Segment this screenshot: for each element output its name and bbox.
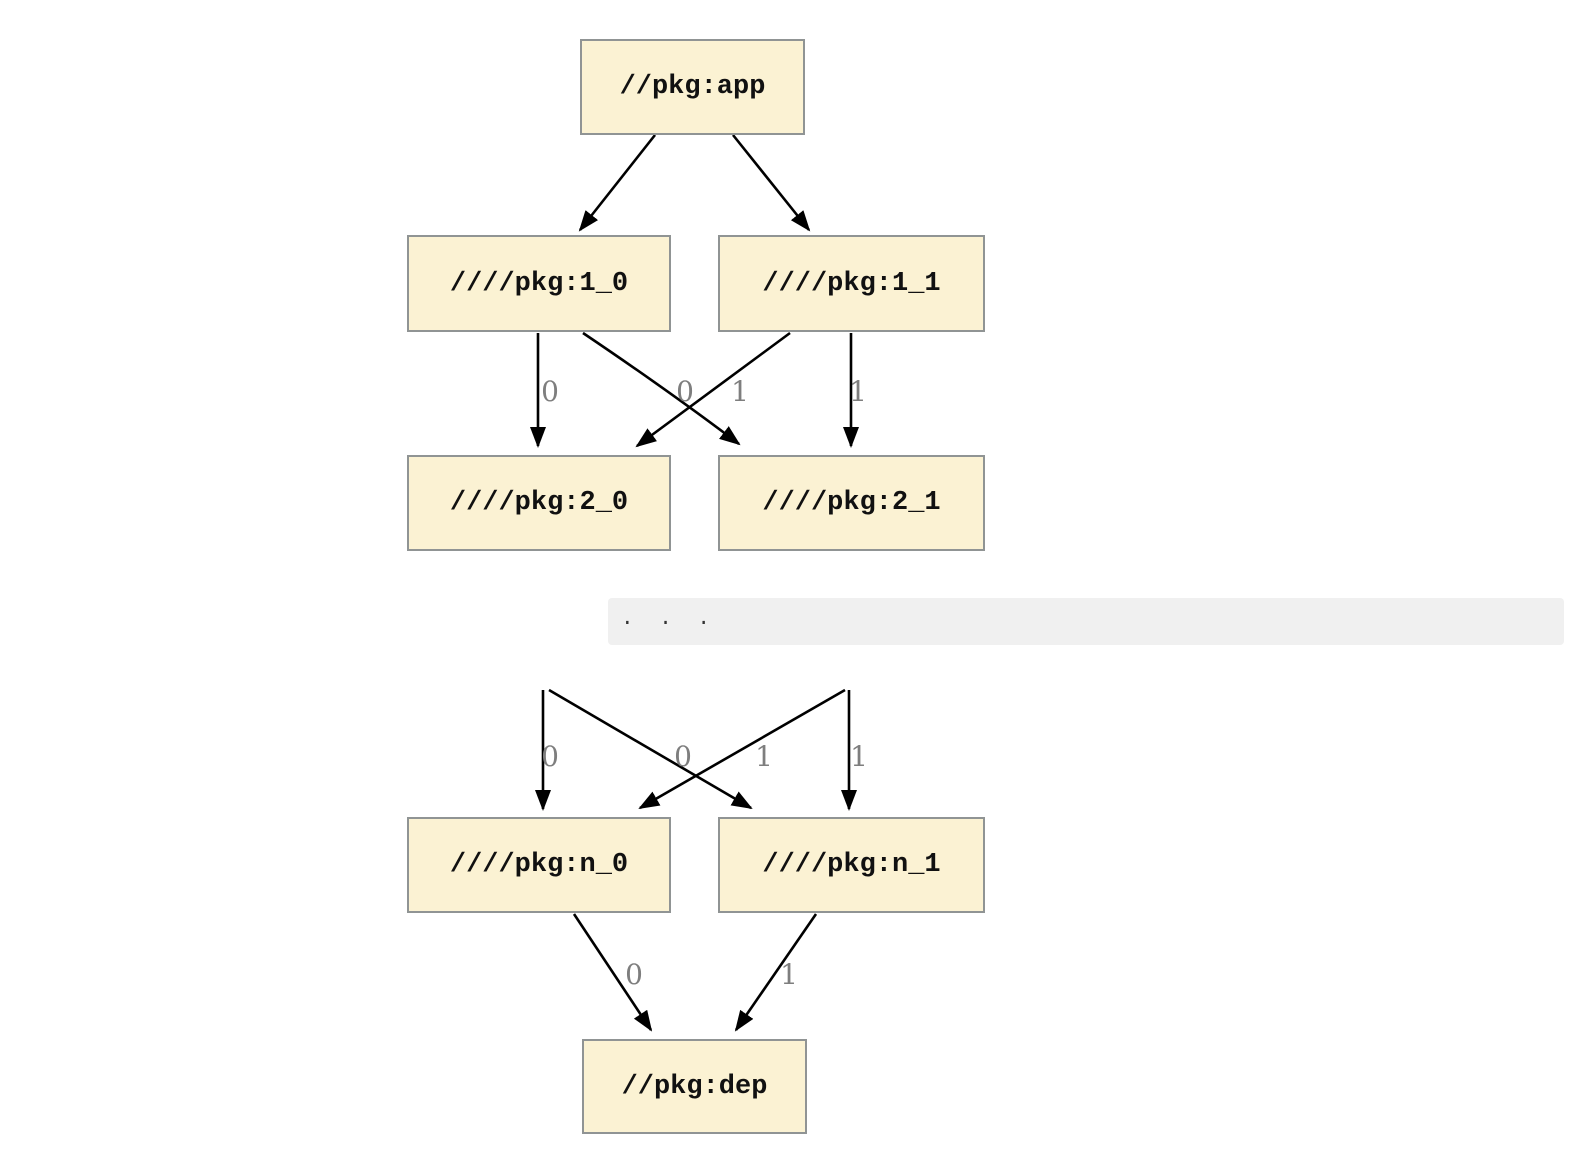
node-label: ////pkg:n_0: [449, 850, 629, 880]
edge-label-ellipsis-n_1-cross: 1: [755, 740, 773, 773]
node-label: ////pkg:2_1: [762, 488, 941, 518]
edge-app-to-1_1: [731, 134, 811, 232]
graph-node-pkg-n_0: ////pkg:n_0: [407, 817, 671, 913]
ellipsis-dots: . . .: [621, 608, 711, 631]
node-label: //pkg:app: [619, 72, 766, 102]
edge-label-1_1-2_1: 1: [849, 375, 867, 408]
node-label: ////pkg:2_0: [449, 488, 629, 518]
edge-label-1_0-2_1: 1: [731, 375, 749, 408]
edge-label-ellipsis-n_0-straight: 0: [541, 740, 559, 773]
edge-ellipsis-to-n_0-cross: [638, 688, 846, 810]
edge-label-n_1-dep: 1: [780, 958, 798, 991]
edge-ellipsis-to-n_1-cross: [548, 688, 753, 810]
edge-1_1-to-2_0: [635, 331, 791, 448]
ellipsis-code-band: . . .: [608, 598, 1564, 645]
graph-node-pkg-1_0: ////pkg:1_0: [407, 235, 671, 332]
edge-app-to-1_0: [578, 134, 657, 232]
graph-node-pkg-app: //pkg:app: [580, 39, 805, 135]
edge-label-n_0-dep: 0: [625, 958, 643, 991]
edge-1_0-to-2_1: [582, 331, 741, 446]
graph-node-pkg-n_1: ////pkg:n_1: [718, 817, 985, 913]
node-label: //pkg:dep: [621, 1071, 768, 1102]
graph-node-pkg-1_1: ////pkg:1_1: [718, 235, 985, 332]
node-label: ////pkg:1_1: [762, 268, 941, 299]
edge-n_1-to-dep: [734, 913, 818, 1032]
edge-n_0-to-dep: [572, 913, 653, 1032]
edge-label-1_0-2_0: 0: [541, 375, 559, 408]
edge-label-1_1-2_0: 0: [676, 375, 694, 408]
edge-label-ellipsis-n_0-cross: 0: [674, 740, 692, 773]
graph-node-pkg-dep: //pkg:dep: [582, 1039, 807, 1134]
node-label: ////pkg:n_1: [762, 850, 941, 880]
node-label: ////pkg:1_0: [449, 268, 629, 299]
graph-node-pkg-2_0: ////pkg:2_0: [407, 455, 671, 551]
edge-label-ellipsis-n_1-straight: 1: [850, 740, 868, 773]
graph-node-pkg-2_1: ////pkg:2_1: [718, 455, 985, 551]
